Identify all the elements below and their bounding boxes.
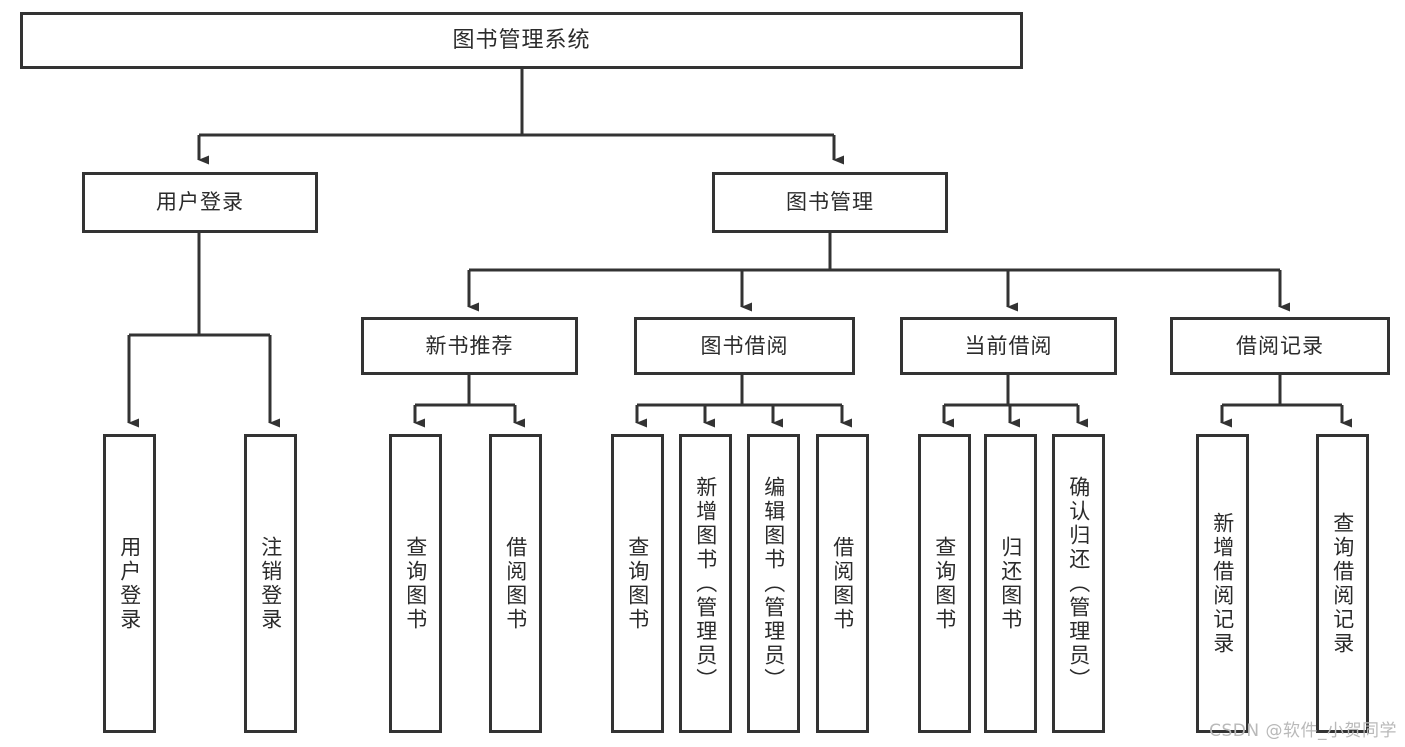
- node-leaf-user-logout[interactable]: 注销登录: [244, 434, 297, 733]
- node-book-borrow[interactable]: 图书借阅: [634, 317, 855, 375]
- node-leaf-borrow-book-2-label: 借阅图书: [830, 535, 855, 632]
- node-new-book-recommend-label: 新书推荐: [425, 333, 514, 358]
- node-leaf-edit-book-label: 编辑图书（管理员）: [761, 475, 786, 692]
- node-new-book-recommend[interactable]: 新书推荐: [361, 317, 578, 375]
- node-leaf-query-book-2[interactable]: 查询图书: [611, 434, 664, 733]
- node-leaf-confirm-return-label: 确认归还（管理员）: [1066, 475, 1091, 692]
- csdn-watermark: CSDN @软件_小贺同学: [1209, 721, 1397, 741]
- node-leaf-query-book-3-label: 查询图书: [932, 535, 957, 632]
- node-borrow-record-label: 借阅记录: [1236, 333, 1324, 358]
- node-leaf-return-book-label: 归还图书: [998, 535, 1023, 632]
- node-leaf-add-record[interactable]: 新增借阅记录: [1196, 434, 1249, 733]
- node-leaf-add-book[interactable]: 新增图书（管理员）: [679, 434, 732, 733]
- node-leaf-query-book-3[interactable]: 查询图书: [918, 434, 971, 733]
- node-leaf-borrow-book-1-label: 借阅图书: [503, 535, 528, 632]
- node-leaf-return-book[interactable]: 归还图书: [984, 434, 1037, 733]
- node-leaf-user-logout-label: 注销登录: [258, 535, 283, 632]
- node-leaf-borrow-book-1[interactable]: 借阅图书: [489, 434, 542, 733]
- node-leaf-borrow-book-2[interactable]: 借阅图书: [816, 434, 869, 733]
- node-leaf-query-book-1-label: 查询图书: [403, 535, 428, 632]
- node-borrow-record[interactable]: 借阅记录: [1170, 317, 1390, 375]
- node-user-login-label: 用户登录: [156, 190, 244, 215]
- node-leaf-edit-book[interactable]: 编辑图书（管理员）: [747, 434, 800, 733]
- node-leaf-query-record-label: 查询借阅记录: [1330, 511, 1355, 656]
- node-book-manage-label: 图书管理: [786, 190, 874, 215]
- node-leaf-user-login[interactable]: 用户登录: [103, 434, 156, 733]
- node-leaf-query-record[interactable]: 查询借阅记录: [1316, 434, 1369, 733]
- node-current-borrow[interactable]: 当前借阅: [900, 317, 1117, 375]
- node-root-label: 图书管理系统: [452, 27, 591, 53]
- node-leaf-confirm-return[interactable]: 确认归还（管理员）: [1052, 434, 1105, 733]
- node-book-manage[interactable]: 图书管理: [712, 172, 948, 233]
- node-leaf-add-record-label: 新增借阅记录: [1210, 511, 1235, 656]
- node-user-login[interactable]: 用户登录: [82, 172, 318, 233]
- node-root[interactable]: 图书管理系统: [20, 12, 1023, 69]
- node-book-borrow-label: 图书借阅: [700, 333, 789, 358]
- node-leaf-add-book-label: 新增图书（管理员）: [693, 475, 718, 692]
- node-leaf-query-book-1[interactable]: 查询图书: [389, 434, 442, 733]
- node-leaf-query-book-2-label: 查询图书: [625, 535, 650, 632]
- node-leaf-user-login-label: 用户登录: [117, 535, 142, 632]
- node-current-borrow-label: 当前借阅: [964, 333, 1053, 358]
